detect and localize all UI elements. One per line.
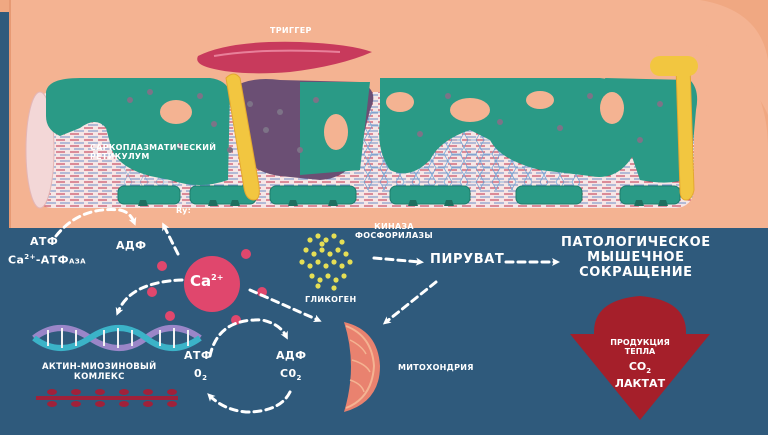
calcium-ion-charge: 2+: [211, 273, 224, 282]
t-tubule-opening: [650, 56, 698, 76]
sr-label: САРКОПЛАЗМАТИЧЕСКИЙ РЕТИКУЛУМ: [90, 143, 216, 161]
heat-production-label: ПРОДУКЦИЯ ТЕПЛА CO2 ЛАКТАТ: [590, 338, 690, 390]
sr-label-line1: САРКОПЛАЗМАТИЧЕСКИЙ: [90, 143, 217, 152]
patho-line3: СОКРАЩЕНИЕ: [579, 264, 693, 280]
kinase-label-line1: КИНАЗА: [374, 222, 414, 231]
flow-arrows: [54, 208, 560, 414]
sarcoplasmic-reticulum: [46, 78, 698, 206]
adp-left-label: АДФ: [116, 239, 147, 252]
co2-mid-symbol: C0: [280, 367, 297, 380]
mitochondrion: [344, 322, 380, 412]
pathological-contraction-label: ПАТОЛОГИЧЕСКОЕ МЫШЕЧНОЕ СОКРАЩЕНИЕ: [561, 235, 711, 281]
glycogen-label: ГЛИКОГЕН: [305, 295, 357, 304]
t-tubule: [225, 62, 695, 201]
pyruvate-label: ПИРУВАТ: [430, 252, 505, 267]
o2-symbol: 0: [194, 367, 203, 380]
heat-co2-index: 2: [646, 367, 652, 376]
actin-line2: КОМЛЕКС: [73, 371, 125, 382]
calcium-ion-symbol: Ca: [190, 272, 212, 290]
mitochondrion-label: МИТОХОНДРИЯ: [398, 363, 474, 372]
calcium-ion: [147, 249, 267, 325]
ca-atpase-suffix: АЗА: [68, 257, 86, 266]
patho-line2: МЫШЕЧНОЕ: [587, 249, 685, 265]
kinase-label: КИНАЗА ФОСФОРИЛАЗЫ: [355, 222, 433, 240]
actin-myosin-label: АКТИН-МИОЗИНОВЫЙ КОМЛЕКС: [42, 362, 157, 383]
co2-mid-label: C02: [280, 367, 302, 383]
ca-atpase-atp: -АТФ: [35, 253, 69, 267]
o2-label: 02: [194, 367, 208, 383]
adp-mid-label: АДФ: [276, 349, 307, 362]
actin-myosin-complex: [32, 325, 202, 407]
heat-production-arrow: [570, 296, 710, 420]
atp-left-label: АТФ: [30, 235, 59, 248]
ca-atpase-ca: Ca: [8, 253, 25, 267]
atp-mid-label: АТФ: [184, 349, 213, 362]
kinase-label-line2: ФОСФОРИЛАЗЫ: [355, 231, 434, 241]
trigger-label: ТРИГГЕР: [270, 26, 312, 35]
o2-index: 2: [202, 374, 208, 383]
ca-atpase-label: Ca2+-АТФАЗА: [8, 253, 86, 267]
glycogen-granules: [299, 233, 353, 291]
heat-co2-symbol: CO: [628, 360, 647, 373]
calcium-ion-label: Ca2+: [190, 272, 224, 290]
trigger-molecule: [197, 41, 372, 74]
heat-line1: ПРОДУКЦИЯ: [610, 338, 670, 347]
sr-label-line2: РЕТИКУЛУМ: [90, 152, 150, 162]
heat-co2: CO2: [590, 360, 690, 375]
actin-line1: АКТИН-МИОЗИНОВЫЙ: [42, 362, 157, 372]
co2-mid-index: 2: [296, 374, 302, 383]
lactate-label: ЛАКТАТ: [614, 377, 666, 391]
patho-line1: ПАТОЛОГИЧЕСКОЕ: [561, 235, 711, 250]
ryanodine-label: Ry:: [176, 206, 192, 215]
heat-line2: ТЕПЛА: [624, 347, 656, 356]
ca-atpase-charge: 2+: [24, 253, 36, 261]
